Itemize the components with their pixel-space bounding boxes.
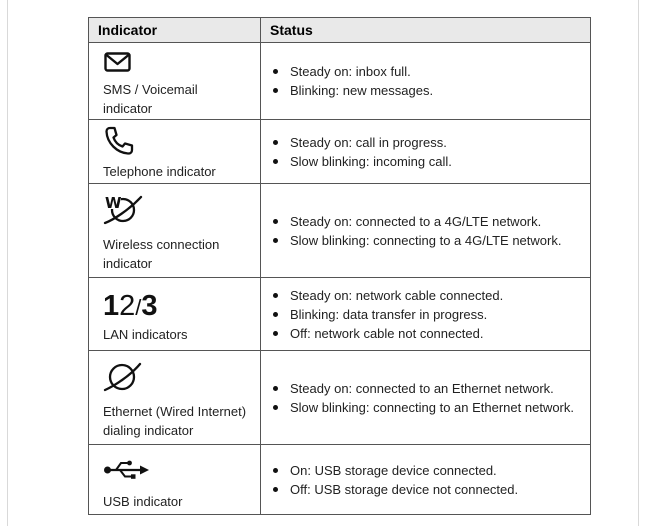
status-cell: Steady on: connected to an Ethernet netw… (260, 350, 591, 445)
indicator-label-line: LAN indicators (103, 326, 188, 342)
header-indicator: Indicator (88, 17, 261, 43)
status-item: Blinking: data transfer in progress. (273, 305, 590, 324)
lan-digit-separator: / (135, 294, 142, 320)
lan-digits-icon: 12/3 (103, 291, 260, 321)
table-row-ethernet: Ethernet (Wired Internet) dialing indica… (88, 350, 591, 445)
telephone-icon (105, 126, 134, 155)
indicator-label-line: indicator (103, 256, 153, 271)
indicator-table: Indicator Status SMS / Voicemail indicat… (88, 17, 591, 515)
table-header-row: Indicator Status (88, 17, 591, 43)
table-row-wireless: W Wireless connection indicator Steady o… (88, 183, 591, 278)
status-item: Off: network cable not connected. (273, 324, 590, 343)
wireless-icon-letter: W (105, 194, 122, 212)
status-item: Off: USB storage device not connected. (273, 480, 590, 499)
table-row-sms: SMS / Voicemail indicator Steady on: inb… (88, 42, 591, 120)
table-row-lan: 12/3 LAN indicators Steady on: network c… (88, 277, 591, 351)
status-item: Steady on: inbox full. (273, 62, 590, 81)
indicator-label-line: Ethernet (Wired Internet) (103, 404, 247, 419)
lan-digit: 2 (119, 289, 136, 322)
indicator-label-line: SMS / Voicemail (103, 82, 198, 97)
status-cell: Steady on: call in progress. Slow blinki… (260, 119, 591, 184)
usb-icon (104, 460, 149, 479)
status-item: Slow blinking: connecting to an Ethernet… (273, 398, 590, 417)
status-item: Slow blinking: connecting to a 4G/LTE ne… (273, 231, 590, 250)
indicator-label-line: dialing indicator (103, 423, 194, 438)
table-row-usb: USB indicator On: USB storage device con… (88, 444, 591, 515)
status-cell: Steady on: inbox full. Blinking: new mes… (260, 42, 591, 120)
indicator-cell: 12/3 LAN indicators (88, 277, 261, 351)
lan-digit: 3 (141, 289, 158, 322)
indicator-cell: Telephone indicator (88, 119, 261, 184)
status-item: Steady on: network cable connected. (273, 286, 590, 305)
indicator-cell: Ethernet (Wired Internet) dialing indica… (88, 350, 261, 445)
indicator-label-line: Telephone indicator (103, 164, 216, 179)
status-item: On: USB storage device connected. (273, 461, 590, 480)
wireless-globe-icon: W (103, 194, 143, 225)
status-cell: On: USB storage device connected. Off: U… (260, 444, 591, 515)
ethernet-globe-icon (103, 362, 142, 392)
indicator-cell: USB indicator (88, 444, 261, 515)
status-item: Steady on: call in progress. (273, 133, 590, 152)
lan-digit: 1 (103, 289, 120, 322)
indicator-label-line: indicator (103, 101, 153, 116)
table-row-telephone: Telephone indicator Steady on: call in p… (88, 119, 591, 184)
header-status: Status (260, 17, 591, 43)
indicator-cell: W Wireless connection indicator (88, 183, 261, 278)
status-item: Slow blinking: incoming call. (273, 152, 590, 171)
page-edge-right (638, 0, 639, 526)
status-item: Blinking: new messages. (273, 81, 590, 100)
indicator-label-line: Wireless connection (103, 237, 220, 252)
status-item: Steady on: connected to an Ethernet netw… (273, 379, 590, 398)
page-edge-left (7, 0, 8, 526)
envelope-icon (104, 52, 131, 72)
indicator-cell: SMS / Voicemail indicator (88, 42, 261, 120)
indicator-label-line: USB indicator (103, 493, 183, 509)
status-cell: Steady on: connected to a 4G/LTE network… (260, 183, 591, 278)
status-item: Steady on: connected to a 4G/LTE network… (273, 212, 590, 231)
status-cell: Steady on: network cable connected. Blin… (260, 277, 591, 351)
